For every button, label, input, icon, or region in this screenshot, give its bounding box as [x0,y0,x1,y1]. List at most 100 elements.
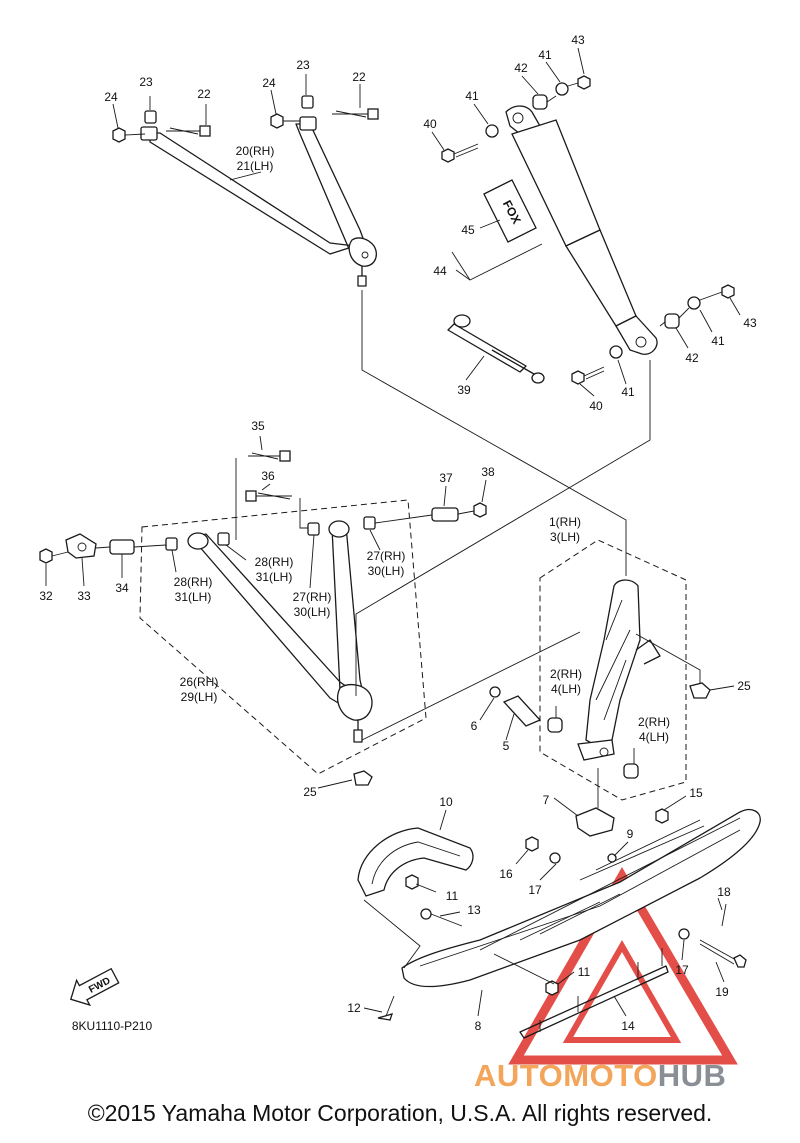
nut-24-left [112,127,126,143]
lower-a-arm [187,520,373,743]
bolt-22-left [166,125,211,137]
bushing-28-left [165,537,178,551]
callout-5: 5 [503,739,510,753]
callout-18: 18 [717,885,731,899]
callout-33: 33 [77,589,91,603]
bolt-40-lower [571,366,605,385]
callout-31-left: 31(LH) [175,590,212,604]
callout-25-lower: 25 [303,785,317,799]
callout-24-left: 24 [104,90,118,104]
bolt-22-right [332,108,379,120]
group-outline-lower-arm [139,499,427,775]
washer-41-lower-right [687,296,701,310]
pin-18 [721,903,727,927]
nut-15 [655,808,669,824]
callout-41-upper: 41 [538,48,552,62]
damper-7 [575,807,615,837]
callout-2-left: 2(RH) [550,667,582,681]
callout-12: 12 [347,1001,361,1015]
callout-9: 9 [627,827,634,841]
bushing-28-right [217,532,230,546]
callout-3: 3(LH) [550,530,580,544]
nut-25-lower [353,770,373,786]
callout-41-lower-left: 41 [621,385,635,399]
bolt-19 [699,939,747,968]
bushing-2-left [547,717,563,733]
callout-10: 10 [439,795,453,809]
callout-21: 21(LH) [237,159,274,173]
callout-11-ski: 11 [578,965,591,979]
callout-22-left: 22 [197,87,211,101]
callout-39: 39 [457,383,471,397]
callout-2-right: 2(RH) [638,715,670,729]
nut-16 [525,836,539,852]
ski-spindle [577,579,661,761]
callout-42-upper: 42 [514,61,528,75]
reference-lines [235,290,701,985]
bushing-23-right [301,95,314,109]
callout-23-left: 23 [139,75,153,89]
collar-5 [502,695,542,727]
callout-13: 13 [467,903,481,917]
spacer-42-upper [532,94,548,110]
copyright-notice: ©2015 Yamaha Motor Corporation, U.S.A. A… [87,1100,713,1126]
callout-45: 45 [461,223,475,237]
callout-14: 14 [621,1019,635,1033]
washer-17-right [678,928,690,940]
callout-11-handle: 11 [446,889,459,903]
collar-37 [431,507,459,522]
callout-15: 15 [689,786,703,800]
watermark-word-2: HUB [657,1058,727,1093]
leader-lines [45,47,741,1017]
callout-23-right: 23 [296,58,310,72]
callout-40-lower: 40 [589,399,603,413]
ski [401,808,761,988]
watermark-logo: AUTOMOTOHUB [474,1058,726,1094]
nut-38 [473,502,487,518]
callout-44: 44 [433,264,447,278]
callouts: 23 22 24 23 22 24 20(RH) 21(LH) 43 41 42… [39,33,757,1033]
fox-decal: FOX [483,179,537,243]
callout-8: 8 [475,1019,482,1033]
callout-34: 34 [115,581,129,595]
bushing-23-left [144,110,157,124]
collar-34 [109,539,135,555]
callout-32: 32 [39,589,53,603]
callout-7: 7 [543,793,550,807]
bolt-12 [377,995,395,1021]
bushing-27-right [363,516,376,530]
bolt-35 [248,450,291,462]
callout-42-lower: 42 [685,351,699,365]
callout-43-upper: 43 [571,33,585,47]
callout-38: 38 [481,465,495,479]
callout-26: 26(RH) [180,675,219,689]
bracket-33 [65,533,97,559]
callout-20: 20(RH) [236,144,275,158]
callout-30-right: 30(LH) [368,564,405,578]
callout-35: 35 [251,419,265,433]
callout-31-right: 31(LH) [256,570,293,584]
sway-bar-link [447,314,545,384]
callout-1: 1(RH) [549,515,581,529]
nut-43-upper [577,75,591,90]
callout-22-right: 22 [352,70,366,84]
fwd-arrow: FWD [69,967,120,1007]
nut-24-right [270,113,284,129]
bushing-2-right [623,763,639,779]
watermark-word-1: AUTOMOTO [474,1058,658,1093]
shock-absorber [505,105,658,355]
callout-41-left: 41 [465,89,479,103]
washer-41-lower-left [609,345,623,359]
watermark-triangle [508,867,738,1065]
callout-19: 19 [715,985,729,999]
callout-25-right: 25 [737,679,751,693]
callout-37: 37 [439,471,453,485]
nut-43-lower [721,284,735,299]
callout-27-left: 27(RH) [293,590,332,604]
washer-41-upper [555,82,569,96]
bolt-13 [420,908,463,927]
callout-41-lower-right: 41 [711,334,725,348]
diagram-code: 8KU1110-P210 [72,1019,153,1033]
callout-29: 29(LH) [181,690,218,704]
